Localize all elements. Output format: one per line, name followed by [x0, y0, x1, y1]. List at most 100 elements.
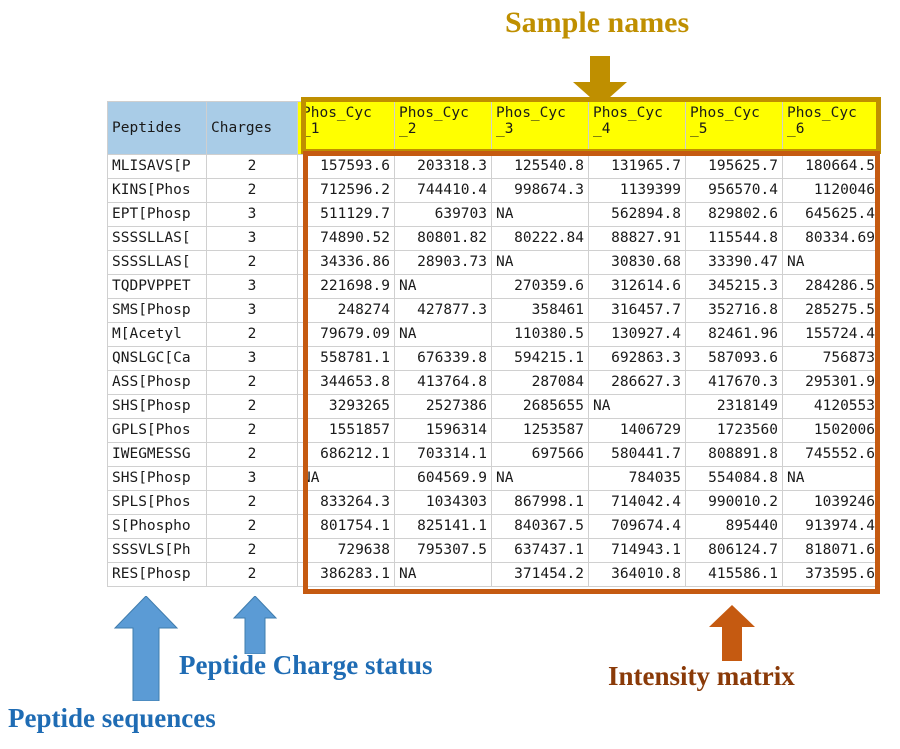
cell-intensity[interactable]: 744410.4: [394, 178, 492, 203]
cell-intensity[interactable]: 703314.1: [394, 442, 492, 467]
cell-intensity[interactable]: 714943.1: [588, 538, 686, 563]
cell-charge[interactable]: 2: [206, 178, 298, 203]
cell-charge[interactable]: 2: [206, 322, 298, 347]
cell-intensity[interactable]: 180664.5: [782, 154, 880, 179]
cell-intensity[interactable]: 895440: [685, 514, 783, 539]
cell-intensity[interactable]: 1139399: [588, 178, 686, 203]
cell-intensity[interactable]: 270359.6: [491, 274, 589, 299]
cell-intensity[interactable]: 594215.1: [491, 346, 589, 371]
cell-intensity[interactable]: 415586.1: [685, 562, 783, 587]
cell-peptide[interactable]: MLISAVS[P: [107, 154, 207, 179]
cell-intensity[interactable]: 712596.2: [297, 178, 395, 203]
cell-charge[interactable]: 2: [206, 490, 298, 515]
column-header-sample-5[interactable]: Phos_Cyc _5: [685, 101, 783, 155]
cell-charge[interactable]: 2: [206, 154, 298, 179]
cell-peptide[interactable]: SSSVLS[Ph: [107, 538, 207, 563]
cell-intensity[interactable]: 287084: [491, 370, 589, 395]
cell-peptide[interactable]: IWEGMESSG: [107, 442, 207, 467]
cell-intensity[interactable]: 1502006: [782, 418, 880, 443]
cell-intensity[interactable]: 131965.7: [588, 154, 686, 179]
cell-intensity[interactable]: 998674.3: [491, 178, 589, 203]
cell-intensity[interactable]: 2527386: [394, 394, 492, 419]
cell-intensity[interactable]: 28903.73: [394, 250, 492, 275]
cell-peptide[interactable]: S[Phospho: [107, 514, 207, 539]
cell-intensity[interactable]: NA: [394, 274, 492, 299]
cell-intensity[interactable]: 784035: [588, 466, 686, 491]
cell-intensity[interactable]: NA: [588, 394, 686, 419]
cell-peptide[interactable]: ASS[Phosp: [107, 370, 207, 395]
cell-charge[interactable]: 3: [206, 346, 298, 371]
cell-intensity[interactable]: 756873: [782, 346, 880, 371]
cell-intensity[interactable]: 316457.7: [588, 298, 686, 323]
column-header-sample-3[interactable]: Phos_Cyc _3: [491, 101, 589, 155]
cell-intensity[interactable]: 248274: [297, 298, 395, 323]
cell-intensity[interactable]: 286627.3: [588, 370, 686, 395]
cell-peptide[interactable]: SMS[Phosp: [107, 298, 207, 323]
cell-intensity[interactable]: 110380.5: [491, 322, 589, 347]
cell-intensity[interactable]: 745552.6: [782, 442, 880, 467]
cell-intensity[interactable]: 125540.8: [491, 154, 589, 179]
cell-intensity[interactable]: NA: [394, 322, 492, 347]
cell-charge[interactable]: 3: [206, 274, 298, 299]
intensity-spreadsheet[interactable]: Peptides Charges Phos_Cyc _1 Phos_Cyc _2…: [107, 101, 880, 587]
cell-intensity[interactable]: 221698.9: [297, 274, 395, 299]
cell-intensity[interactable]: 1596314: [394, 418, 492, 443]
cell-intensity[interactable]: 4120553: [782, 394, 880, 419]
cell-intensity[interactable]: NA: [782, 466, 880, 491]
cell-charge[interactable]: 3: [206, 466, 298, 491]
cell-intensity[interactable]: 709674.4: [588, 514, 686, 539]
cell-intensity[interactable]: 580441.7: [588, 442, 686, 467]
cell-peptide[interactable]: EPT[Phosp: [107, 202, 207, 227]
cell-intensity[interactable]: NA: [491, 250, 589, 275]
cell-peptide[interactable]: SHS[Phosp: [107, 394, 207, 419]
cell-intensity[interactable]: NA: [782, 250, 880, 275]
cell-intensity[interactable]: 990010.2: [685, 490, 783, 515]
cell-intensity[interactable]: 686212.1: [297, 442, 395, 467]
cell-peptide[interactable]: GPLS[Phos: [107, 418, 207, 443]
cell-peptide[interactable]: QNSLGC[Ca: [107, 346, 207, 371]
cell-charge[interactable]: 3: [206, 202, 298, 227]
cell-intensity[interactable]: 511129.7: [297, 202, 395, 227]
cell-intensity[interactable]: 295301.9: [782, 370, 880, 395]
cell-intensity[interactable]: 833264.3: [297, 490, 395, 515]
cell-intensity[interactable]: 729638: [297, 538, 395, 563]
cell-intensity[interactable]: 829802.6: [685, 202, 783, 227]
cell-intensity[interactable]: 808891.8: [685, 442, 783, 467]
cell-intensity[interactable]: 344653.8: [297, 370, 395, 395]
cell-intensity[interactable]: 637437.1: [491, 538, 589, 563]
cell-intensity[interactable]: 604569.9: [394, 466, 492, 491]
cell-peptide[interactable]: TQDPVPPET: [107, 274, 207, 299]
cell-intensity[interactable]: 2318149: [685, 394, 783, 419]
cell-intensity[interactable]: 413764.8: [394, 370, 492, 395]
cell-intensity[interactable]: NA: [491, 202, 589, 227]
cell-intensity[interactable]: 115544.8: [685, 226, 783, 251]
cell-charge[interactable]: 2: [206, 562, 298, 587]
cell-intensity[interactable]: 714042.4: [588, 490, 686, 515]
cell-intensity[interactable]: 79679.09: [297, 322, 395, 347]
cell-intensity[interactable]: 558781.1: [297, 346, 395, 371]
cell-intensity[interactable]: 195625.7: [685, 154, 783, 179]
column-header-sample-1[interactable]: Phos_Cyc _1: [297, 101, 395, 155]
cell-intensity[interactable]: 2685655: [491, 394, 589, 419]
cell-intensity[interactable]: 312614.6: [588, 274, 686, 299]
cell-intensity[interactable]: 364010.8: [588, 562, 686, 587]
cell-intensity[interactable]: 157593.6: [297, 154, 395, 179]
column-header-sample-6[interactable]: Phos_Cyc _6: [782, 101, 880, 155]
cell-intensity[interactable]: 373595.6: [782, 562, 880, 587]
cell-intensity[interactable]: 80334.69: [782, 226, 880, 251]
cell-intensity[interactable]: 417670.3: [685, 370, 783, 395]
cell-peptide[interactable]: SPLS[Phos: [107, 490, 207, 515]
cell-intensity[interactable]: 645625.4: [782, 202, 880, 227]
column-header-charges[interactable]: Charges: [206, 101, 298, 155]
